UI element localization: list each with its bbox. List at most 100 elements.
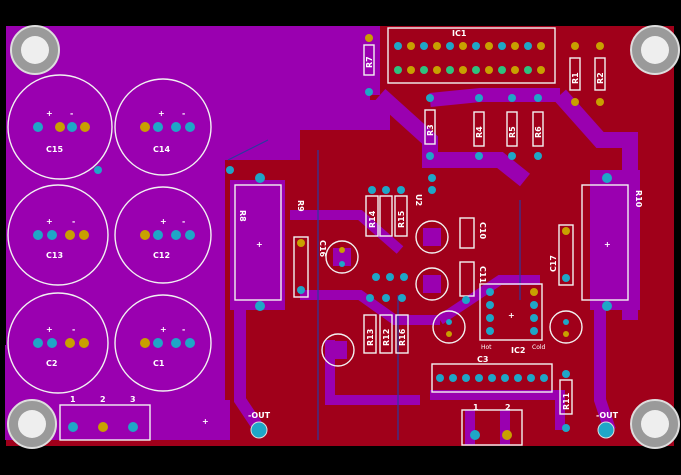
trace-6 [290,210,404,254]
ic1-label: IC1 [452,29,467,38]
out-right-label: -OUT [596,411,619,420]
cap-c9 [432,310,466,344]
r10-pad-copper [590,170,640,310]
res-r5-label: R5 [508,126,517,138]
ic1-pins [394,42,545,74]
res-r10-label: R10 [634,190,643,208]
r9-pad-copper [230,180,285,310]
cap-c15-minus: - [70,109,73,118]
res-r14-label: R14 [368,210,377,228]
res-r12-label: R12 [382,329,391,346]
trace-9 [437,275,540,325]
conn-bottom-pin1: 1 [473,403,479,412]
conn-left-pin1: 1 [70,395,76,404]
cap-c2: + - C2 [7,292,109,394]
res-r3: R3 [424,94,436,160]
res-r11-label: R11 [562,392,571,410]
conn-left: 1 2 3 + [59,395,209,441]
trace-8 [325,340,420,405]
cap-c12-label: C12 [153,251,170,260]
ic1: IC1 [387,27,556,84]
cap-c1-label: C1 [153,359,165,368]
ic2-plus: + [508,311,515,320]
cap-c1-plus: + [160,325,167,334]
res-r10-plus: + [604,240,611,249]
mount-hole-tl-inner [21,36,49,64]
mount-hole-br-inner [641,410,669,438]
cap-c11: C11 [459,261,487,297]
copper-pour-top [60,26,380,95]
res-r1: R1 [569,42,581,106]
cap-c12-minus: - [182,217,185,226]
u2-cluster: R14 R15 U2 [365,186,423,237]
res-r13-label: R13 [366,329,375,346]
conn-left-pin2: 2 [100,395,106,404]
thin-traces [227,139,521,440]
res-r9-label: R9 [296,200,305,212]
cap-c16-label: C16 [318,240,327,257]
cap-c15-label: C15 [46,145,63,154]
res-r10: + R10 [581,173,643,311]
res-r1-label: R1 [571,72,580,84]
cap-c10: C10 [459,217,487,249]
cap-c13-plus: + [46,217,53,226]
mount-hole-tr-inner [641,36,669,64]
vias [94,166,470,304]
copper-bottom-left-2 [60,400,230,440]
res-r7: R7 [363,34,375,96]
res-r8-label: R8 [238,210,247,222]
cap-c12-plus: + [160,217,167,226]
trace-7 [300,290,440,325]
mount-holes [7,25,680,449]
cap-c14-minus: - [182,109,185,118]
mount-hole-bl-inner [18,410,46,438]
cap-c14: + - C14 [114,78,212,176]
cap-c3-header: C3 [431,355,553,393]
trace-5 [594,310,616,432]
cap-c7 [321,333,355,367]
conn-left-plus: + [202,417,209,426]
cap-c15: + - C15 [7,74,113,180]
cap-c13: + - C13 [7,184,109,286]
conn-left-pin3: 3 [130,395,136,404]
cap-c6 [415,267,449,301]
res-r3-label: R3 [426,124,435,136]
copper-pour-left [6,26,390,440]
cap-c14-label: C14 [153,145,170,154]
res-r12-r13-r16: R13 R12 R16 [363,294,409,354]
out-right: -OUT [596,411,619,439]
cap-c17-label: C17 [549,255,558,272]
res-r2-label: R2 [596,72,605,84]
res-r6: R6 [532,94,544,160]
res-r9: + R9 R8 [234,173,305,311]
cap-c2-plus: + [46,325,53,334]
res-r4-label: R4 [475,126,484,138]
res-r2: R2 [594,42,606,106]
ic2-label: IC2 [511,346,525,355]
cap-c12: + - C12 [114,186,212,284]
out-left: -OUT [248,411,271,439]
cap-c1: + - C1 [114,294,212,392]
ic2-cold-label: Cold [532,344,546,351]
cap-c13-label: C13 [46,251,63,260]
cap-c17: C17 [549,224,574,286]
res-r7-label: R7 [365,56,374,68]
cap-c15-plus: + [46,109,53,118]
res-r4: R4 [473,94,485,160]
cap-c13-minus: - [72,217,75,226]
cap-c16: C16 [293,236,327,298]
ic2: + IC2 Hot Cold [479,283,546,355]
cap-c1-minus: - [182,325,185,334]
res-r9-plus: + [256,240,263,249]
u2-label: U2 [414,194,423,206]
cap-c8 [549,310,583,344]
cap-c4 [325,240,359,274]
res-r5: R5 [506,94,518,160]
ic2-hot-label: Hot [481,344,492,351]
cap-c2-label: C2 [46,359,57,368]
conn-bottom: 1 2 [461,403,523,446]
cap-c5 [415,220,449,254]
cap-c14-plus: + [158,109,165,118]
